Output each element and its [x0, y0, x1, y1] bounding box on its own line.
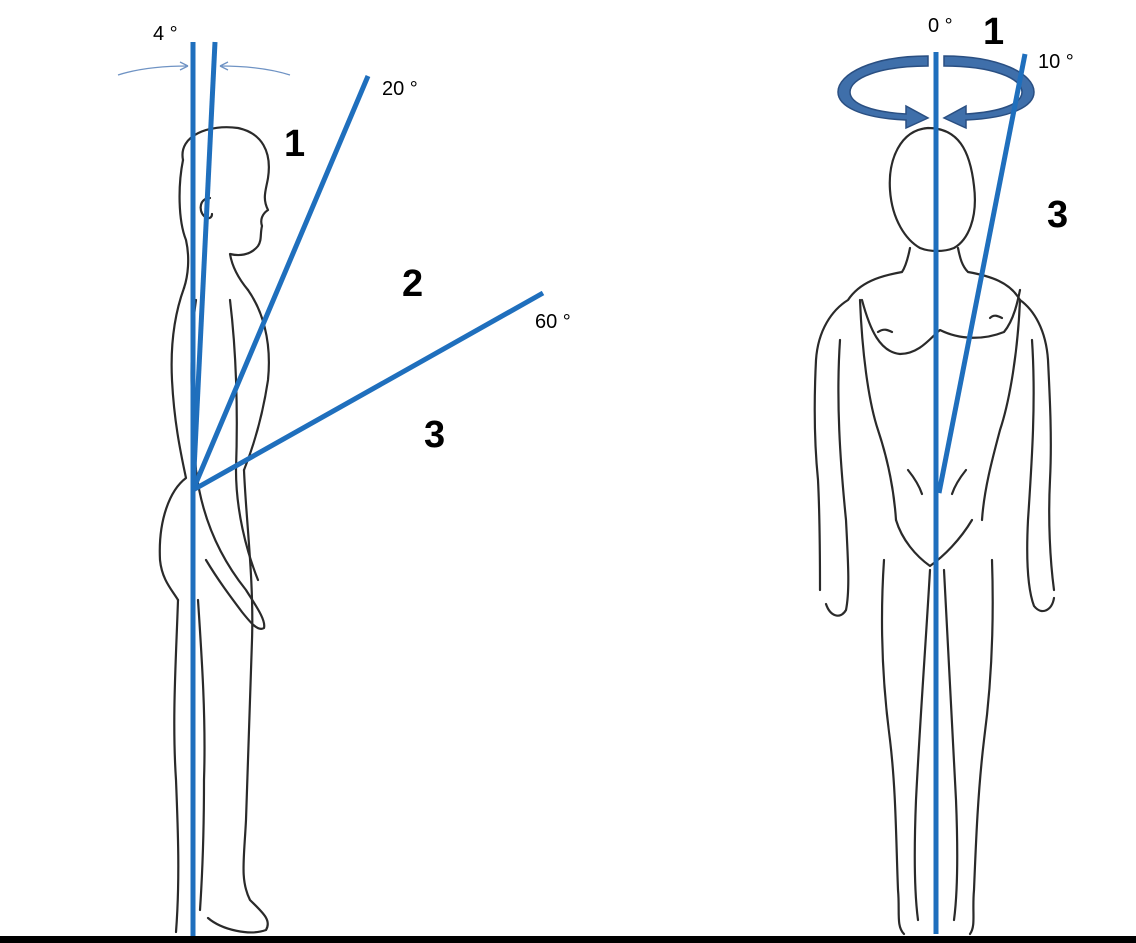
angle-label-60: 60 ° — [535, 311, 571, 333]
angle-label-20: 20 ° — [382, 78, 418, 100]
angle-label-0: 0 ° — [928, 15, 953, 37]
zone-label-2: 2 — [402, 263, 423, 305]
side-body-outline — [160, 127, 269, 932]
side-line-20deg — [193, 76, 368, 490]
angle-label-10: 10 ° — [1038, 51, 1074, 73]
front-view: 0 ° 10 ° 1 3 — [815, 11, 1074, 934]
zone-label-3: 3 — [424, 414, 445, 456]
side-view: 4 ° 20 ° 60 ° 1 2 3 — [118, 23, 571, 940]
side-line-60deg — [193, 293, 543, 490]
ground-line — [0, 936, 1136, 943]
angle-indicator-4deg — [118, 62, 290, 75]
front-zone-label-3: 3 — [1047, 194, 1068, 236]
side-line-4deg — [193, 42, 215, 490]
zone-label-1: 1 — [284, 123, 305, 165]
front-zone-label-1: 1 — [983, 11, 1004, 53]
angle-label-4: 4 ° — [153, 23, 178, 45]
